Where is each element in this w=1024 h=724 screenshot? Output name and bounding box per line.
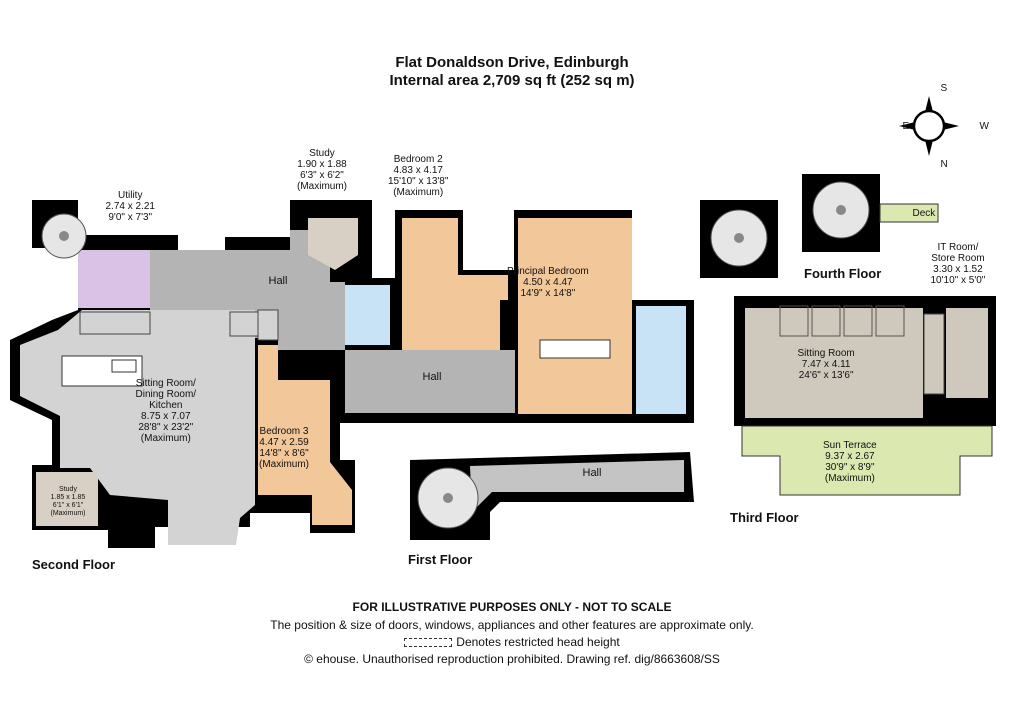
stairs-third	[923, 313, 945, 395]
principal-bedroom	[518, 218, 632, 414]
hall-middle-area	[345, 350, 515, 413]
study-top	[308, 218, 358, 270]
roof-lights	[779, 305, 905, 337]
internal-area: Internal area 2,709 sq ft (252 sq m)	[389, 72, 635, 89]
it-store-room	[946, 308, 988, 398]
compass-e: E	[902, 121, 910, 132]
compass-rose	[899, 96, 959, 156]
disclaimer-heading: FOR ILLUSTRATIVE PURPOSES ONLY - NOT TO …	[352, 600, 672, 614]
stairs-top	[79, 309, 279, 341]
hall-top-label: Hall	[268, 275, 288, 287]
sun-terrace	[741, 425, 993, 496]
disclaimer-text: The position & size of doors, windows, a…	[270, 618, 754, 632]
third-floor-label: Third Floor	[730, 510, 799, 525]
ensuite	[636, 306, 686, 414]
study-small	[36, 472, 98, 526]
principal-bed-rug	[539, 339, 611, 359]
fourth-floor-label: Fourth Floor	[804, 266, 882, 281]
second-floor-label: Second Floor	[32, 557, 116, 572]
bathroom-top	[345, 285, 390, 345]
third-floor-plan	[700, 200, 996, 496]
compass-n: N	[940, 159, 948, 170]
hall-middle-label: Hall	[422, 371, 442, 383]
bedroom-3	[258, 345, 352, 525]
utility-room	[78, 250, 150, 308]
first-floor-plan	[410, 452, 694, 540]
copyright-text: © ehouse. Unauthorised reproduction proh…	[304, 652, 720, 666]
deck-label: Deck	[912, 208, 936, 219]
plan-title: Flat Donaldson Drive, Edinburgh	[395, 54, 629, 71]
compass-w: W	[979, 121, 989, 132]
head-height-legend: Denotes restricted head height	[0, 635, 1024, 649]
sitting-room-third	[745, 308, 923, 418]
hall-first-floor	[470, 460, 684, 512]
hall-top-area	[150, 230, 345, 350]
compass-s: S	[940, 83, 948, 94]
first-floor-label: First Floor	[408, 552, 473, 567]
second-floor-plan	[10, 200, 694, 548]
dashed-box-icon	[404, 638, 453, 648]
bedroom-2	[402, 218, 508, 350]
fourth-floor-plan	[802, 174, 939, 252]
deck	[879, 203, 939, 223]
hall-first-label: Hall	[582, 467, 602, 479]
